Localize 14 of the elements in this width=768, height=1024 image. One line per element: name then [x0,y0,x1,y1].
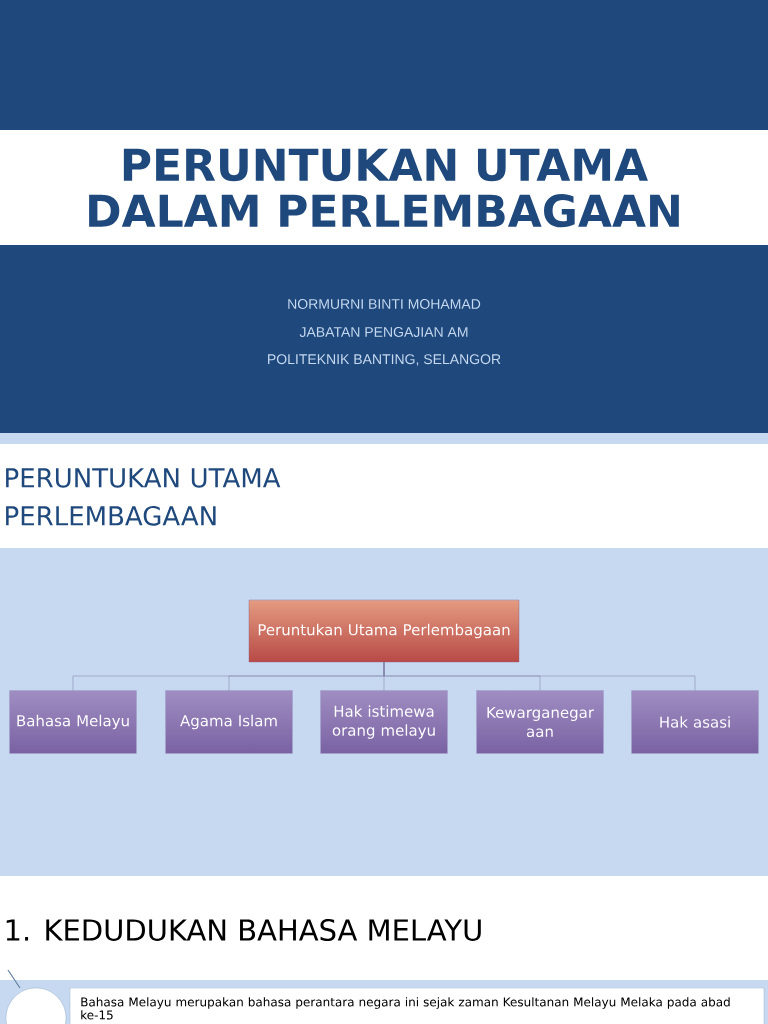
text-box: Bahasa Melayu merupakan bahasa perantara negara ini sejak zaman Kesultanan Melayu Melaka pada abad ke-15 [69,987,765,1024]
author-text: NORMURNI BINTI MOHAMAD [288,299,481,309]
topic-box: Bahasa Melayu [9,690,137,754]
root-box: Peruntukan Utama Perlembagaan [248,599,520,663]
slide-heading: PERUNTUKAN UTAMA PERLEMBAGAAN [6,468,281,526]
institution-text: POLITEKNIK BANTING, SELANGOR [268,354,501,366]
topic-box: Kewarganegar aan [476,690,604,754]
topic-box: Agama Islam [165,690,293,754]
topic-box: Hak asasi [631,690,759,754]
department-text: JABATAN PENGAJIAN AM [299,327,468,337]
connector-line [383,662,696,691]
slide-heading: 1. KEDUDUKAN BAHASA MELAYU [6,919,481,941]
slide-title: PERUNTUKAN UTAMA DALAM PERLEMBAGAAN [89,148,679,228]
topic-box: Hak istimewa orang melayu [320,690,448,754]
